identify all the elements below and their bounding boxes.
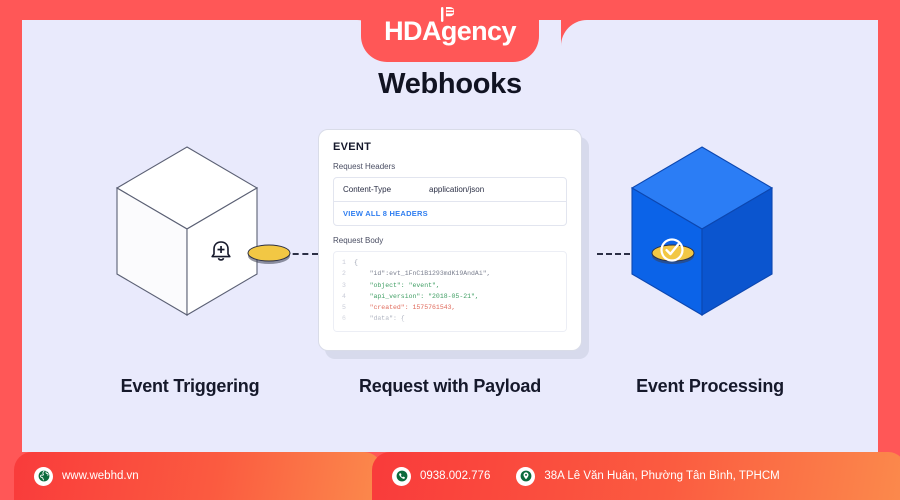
caption-event-processing: Event Processing	[636, 376, 784, 396]
header-key: Content-Type	[343, 185, 392, 194]
code-line: 2 "id":evt_1FnC1B1293mdK19AndAi",	[334, 268, 566, 279]
connector-right	[597, 253, 630, 255]
hd-mark-icon	[441, 6, 455, 22]
header-shoulder-right	[561, 20, 587, 46]
header-row: Content-Type application/json	[334, 178, 566, 202]
footer-address[interactable]: 38A Lê Văn Huân, Phường Tân Bình, TPHCM	[516, 466, 780, 486]
footer-website-text: www.webhd.vn	[62, 470, 139, 482]
code-fade-overlay	[334, 315, 566, 331]
footer-phone-text: 0938.002.776	[420, 470, 491, 482]
brand-logo: HDAgency	[361, 6, 539, 54]
caption-request-with-payload: Request with Payload	[358, 376, 542, 396]
cube-event-triggering	[112, 143, 262, 328]
code-line-text: {	[354, 259, 358, 266]
request-headers-label: Request Headers	[333, 162, 396, 171]
footer-left-section: www.webhd.vn	[14, 452, 382, 500]
code-line-number: 5	[342, 304, 346, 312]
footer-phone[interactable]: 0938.002.776	[392, 466, 491, 486]
code-line-text: "created": 1575761543,	[354, 304, 456, 312]
header-value: application/json	[429, 185, 485, 194]
request-body-label: Request Body	[333, 236, 384, 245]
code-line-number: 3	[342, 281, 346, 289]
footer-address-text: 38A Lê Văn Huân, Phường Tân Bình, TPHCM	[544, 470, 780, 482]
phone-icon	[392, 466, 411, 486]
code-line-number: 2	[342, 270, 346, 278]
code-line: 1 {	[334, 257, 566, 268]
map-pin-icon	[516, 466, 536, 486]
code-line: 5 "created": 1575761543,	[334, 302, 566, 313]
disc-left	[246, 243, 292, 270]
view-all-headers-link[interactable]: VIEW ALL 8 HEADERS	[343, 209, 428, 218]
globe-icon	[34, 466, 53, 486]
code-line-number: 1	[342, 259, 346, 266]
code-line-text: "id":evt_1FnC1B1293mdK19AndAi",	[354, 270, 491, 278]
request-headers-box: Content-Type application/json VIEW ALL 8…	[333, 177, 567, 226]
footer-website[interactable]: www.webhd.vn	[34, 466, 139, 486]
connector-left	[283, 253, 318, 255]
check-circle-icon	[658, 236, 686, 269]
request-body-code: 1 { 2 "id":evt_1FnC1B1293mdK19AndAi", 3 …	[333, 251, 567, 332]
logo-secondary-text: Agency	[421, 15, 517, 46]
bell-plus-icon	[210, 240, 232, 269]
code-line-text: "object": "event",	[354, 281, 440, 289]
code-line: 4 "api_version": "2018-05-21",	[334, 291, 566, 302]
code-line-text: "api_version": "2018-05-21",	[354, 292, 479, 300]
page-title: Webhooks	[378, 68, 522, 100]
cube-event-processing	[627, 143, 777, 328]
logo-primary-text: HD	[384, 15, 422, 46]
code-line: 3 "object": "event",	[334, 280, 566, 291]
footer-bar: www.webhd.vn 0938.002.776	[0, 452, 900, 500]
footer-right-section: 0938.002.776 38A Lê Văn Huân, Phường Tân…	[372, 452, 900, 500]
event-card-title: EVENT	[333, 141, 372, 153]
caption-event-triggering: Event Triggering	[120, 376, 260, 396]
event-card: EVENT Request Headers Content-Type appli…	[318, 129, 582, 351]
code-line-number: 4	[342, 292, 346, 300]
